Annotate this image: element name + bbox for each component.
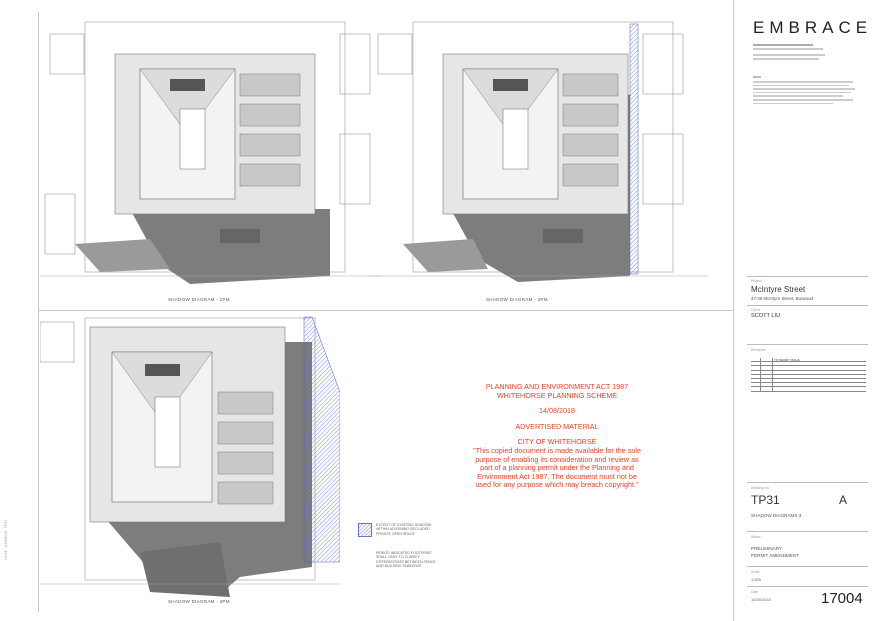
stamp-body-line: Environment Act 1987. The document must …: [477, 471, 637, 481]
revision-row: [751, 362, 866, 367]
title-block: EMBRACE Project McIntyre Street 47-49 Mc…: [733, 0, 878, 621]
status-line-2: PERMIT AMENDMENT: [751, 553, 799, 558]
diagram-caption: SHADOW DIAGRAM - 3PM: [168, 599, 230, 604]
revision-row: [751, 370, 866, 375]
diagram-caption: SHADOW DIAGRAM - 1PM: [168, 297, 230, 302]
site-plan-drawing-1: [40, 21, 380, 284]
revision-row: [751, 383, 866, 388]
company-details: [753, 44, 825, 60]
revision-row: [751, 366, 866, 371]
revisions-table: TP PERMIT ISSUE: [751, 358, 866, 392]
stamp-body-line: purpose of enabling its consideration an…: [475, 454, 639, 464]
title-block-rule: [747, 531, 868, 532]
hatch-swatch-icon: [358, 523, 372, 537]
shadow-diagram-1pm: SHADOW DIAGRAM - 1PM: [40, 14, 380, 304]
drawing-title: SHADOW DIAGRAMS 3: [751, 513, 802, 518]
date-label: Date: [751, 590, 759, 594]
sheet-file-reference: 17004 · 11/05/2018 · TP31: [4, 520, 8, 561]
advertised-material-stamp: PLANNING AND ENVIRONMENT ACT 1987 WHITEH…: [462, 382, 652, 490]
title-block-rule: [747, 276, 868, 277]
client-name: SCOTT LIU: [751, 313, 781, 319]
job-number: 17004: [821, 590, 863, 607]
title-block-rule: [747, 305, 868, 306]
drawing-number-label: Drawing No.: [751, 486, 770, 490]
revisions-label: Revisions: [751, 348, 766, 352]
stamp-scheme: WHITEHORSE PLANNING SCHEME: [496, 390, 618, 400]
site-plan-drawing-2: [368, 21, 708, 282]
title-block-rule: [747, 586, 868, 587]
stamp-date: 14/08/2018: [539, 406, 575, 416]
stamp-council: CITY OF WHITEHORSE: [517, 437, 597, 447]
project-address: 47-49 McIntyre Street, Burwood: [751, 296, 813, 301]
legend-note: PERIOD INDICATED FOOTPRINT SHALL ONLY TO…: [376, 551, 436, 569]
scale-value: 1:500: [751, 577, 762, 582]
title-block-rule: [747, 482, 868, 483]
stamp-body-line: part of a planning permit under the Plan…: [480, 463, 634, 473]
project-label: Project: [751, 279, 762, 283]
shadow-diagram-3pm: SHADOW DIAGRAM - 3PM: [40, 312, 340, 612]
site-plan-drawing-3: [40, 316, 340, 597]
frame-left-edge: [38, 12, 39, 612]
scale-label: Scale: [751, 570, 760, 574]
frame-divider-vertical: [733, 0, 734, 621]
company-logo: EMBRACE: [753, 18, 873, 37]
revision-row: [751, 387, 866, 392]
revision-letter: A: [839, 493, 848, 507]
title-block-rule: [747, 566, 868, 567]
diagram-caption: SHADOW DIAGRAM - 2PM: [486, 297, 548, 302]
frame-divider-horizontal: [38, 310, 733, 311]
date-value: 11/05/2018: [751, 597, 771, 602]
revision-row: [751, 378, 866, 384]
stamp-body-line: "This copied document is made available …: [473, 445, 641, 455]
stamp-material: ADVERTISED MATERIAL: [515, 421, 599, 431]
status-label: Status: [751, 535, 761, 539]
drawing-number: TP31: [751, 493, 780, 507]
revision-row: [751, 374, 866, 379]
project-title: McIntyre Street: [751, 285, 806, 294]
legend-label: EXTENT OF EXISTING SHADOW WITHIN ADJOINI…: [376, 523, 432, 536]
drawing-notes: [753, 76, 855, 105]
revision-row: TP PERMIT ISSUE: [751, 358, 866, 363]
stamp-body-line: used for any purpose which may breach co…: [475, 480, 639, 490]
title-block-rule: [747, 344, 868, 345]
shadow-diagram-2pm: SHADOW DIAGRAM - 2PM: [368, 14, 708, 304]
client-label: Client: [751, 308, 760, 312]
status-line-1: PRELIMINARY: [751, 546, 783, 551]
stamp-act: PLANNING AND ENVIRONMENT ACT 1987: [485, 382, 629, 391]
